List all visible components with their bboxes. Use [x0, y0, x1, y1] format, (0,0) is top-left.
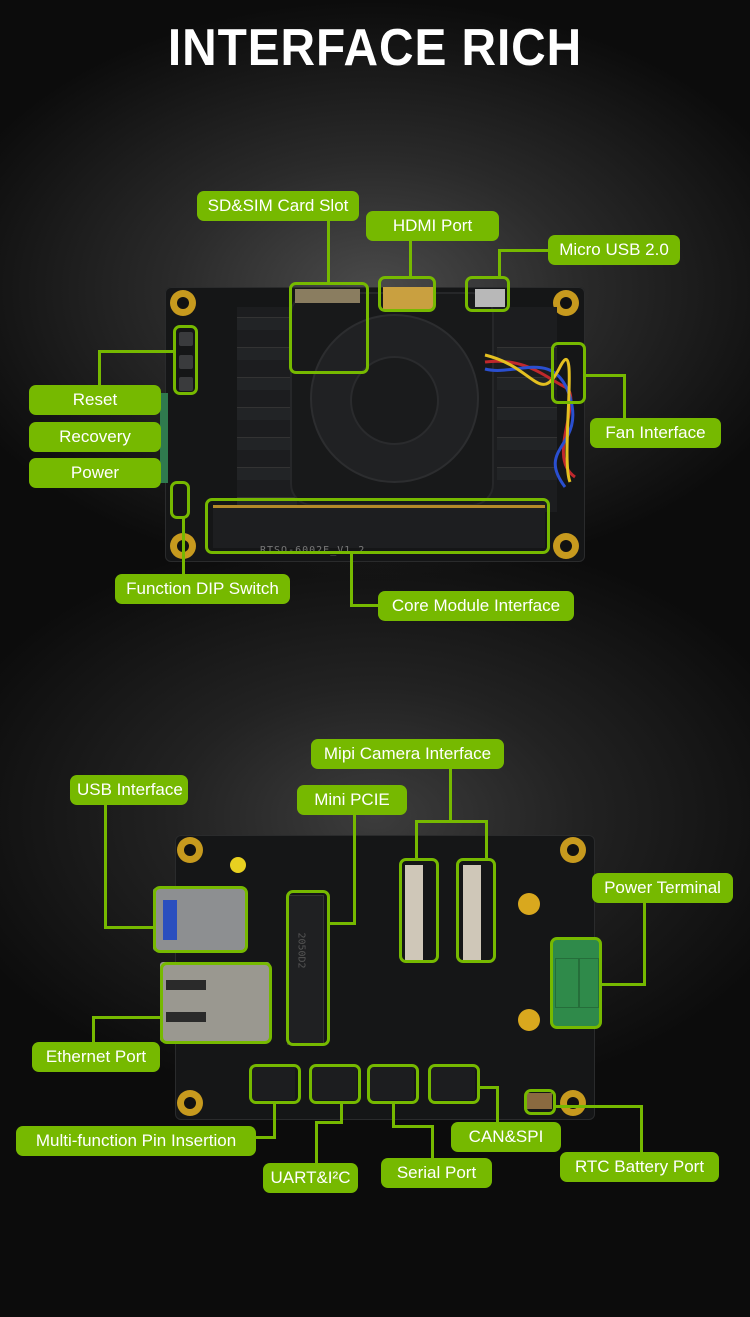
highlight-uart-i2c [309, 1064, 361, 1104]
core-module-slot [213, 505, 545, 548]
micro-usb-connector [475, 289, 505, 307]
label-fan-interface: Fan Interface [590, 418, 721, 448]
label-mini-pcie: Mini PCIE [297, 785, 407, 815]
carrier-board-bottom-view: 2050D2 [175, 835, 595, 1120]
page-title: INTERFACE RICH [167, 19, 583, 77]
highlight-usb [153, 886, 248, 953]
highlight-can-spi [428, 1064, 480, 1104]
highlight-fan-connector [551, 342, 586, 404]
label-recovery: Recovery [29, 422, 161, 452]
highlight-buttons [173, 325, 198, 395]
label-power: Power [29, 458, 161, 488]
highlight-rtc [524, 1089, 556, 1115]
highlight-micro-usb [465, 276, 510, 312]
highlight-ethernet [160, 962, 272, 1044]
label-multi-function-pin-insertion: Multi-function Pin Insertion [16, 1126, 256, 1156]
mounting-hole [177, 837, 203, 863]
mounting-hole [177, 1090, 203, 1116]
label-serial-port: Serial Port [381, 1158, 492, 1188]
label-ethernet-port: Ethernet Port [32, 1042, 160, 1072]
label-core-module-interface: Core Module Interface [378, 591, 574, 621]
highlight-core-module [205, 498, 550, 554]
mounting-hole [170, 290, 196, 316]
label-micro-usb: Micro USB 2.0 [548, 235, 680, 265]
label-hdmi-port: HDMI Port [366, 211, 499, 241]
highlight-hdmi [378, 276, 436, 312]
label-power-terminal: Power Terminal [592, 873, 733, 903]
label-reset: Reset [29, 385, 161, 415]
highlight-power-terminal [550, 937, 602, 1029]
highlight-mipi-left [399, 858, 439, 963]
label-mipi-camera-interface: Mipi Camera Interface [311, 739, 504, 769]
highlight-multi-pin [249, 1064, 301, 1104]
mounting-hole [560, 837, 586, 863]
highlight-mini-pcie [286, 890, 330, 1046]
usb-port [153, 888, 245, 951]
mipi-connector [463, 865, 481, 960]
label-rtc-battery-port: RTC Battery Port [560, 1152, 719, 1182]
mounting-hole [553, 290, 579, 316]
rtc-connector [527, 1093, 552, 1109]
mounting-hole [553, 533, 579, 559]
label-can-spi: CAN&SPI [451, 1122, 561, 1152]
fan-wires [484, 353, 576, 488]
highlight-serial [367, 1064, 419, 1104]
label-function-dip-switch: Function DIP Switch [115, 574, 290, 604]
highlight-sd-sim [289, 282, 369, 374]
power-terminal [552, 940, 600, 1026]
label-uart-i2c: UART&I²C [263, 1163, 358, 1193]
label-usb-interface: USB Interface [70, 775, 188, 805]
hdmi-connector [383, 287, 433, 309]
mipi-connector [405, 865, 423, 960]
board-silkscreen: RTSO-6002E_V1.2 [260, 545, 366, 556]
ethernet-port [160, 962, 270, 1042]
sd-sim-slot [295, 289, 360, 303]
label-sd-sim-card-slot: SD&SIM Card Slot [197, 191, 359, 221]
cooling-fan [290, 292, 494, 506]
highlight-mipi-right [456, 858, 496, 963]
mounting-hole [560, 1090, 586, 1116]
highlight-dip-switch [170, 481, 190, 519]
